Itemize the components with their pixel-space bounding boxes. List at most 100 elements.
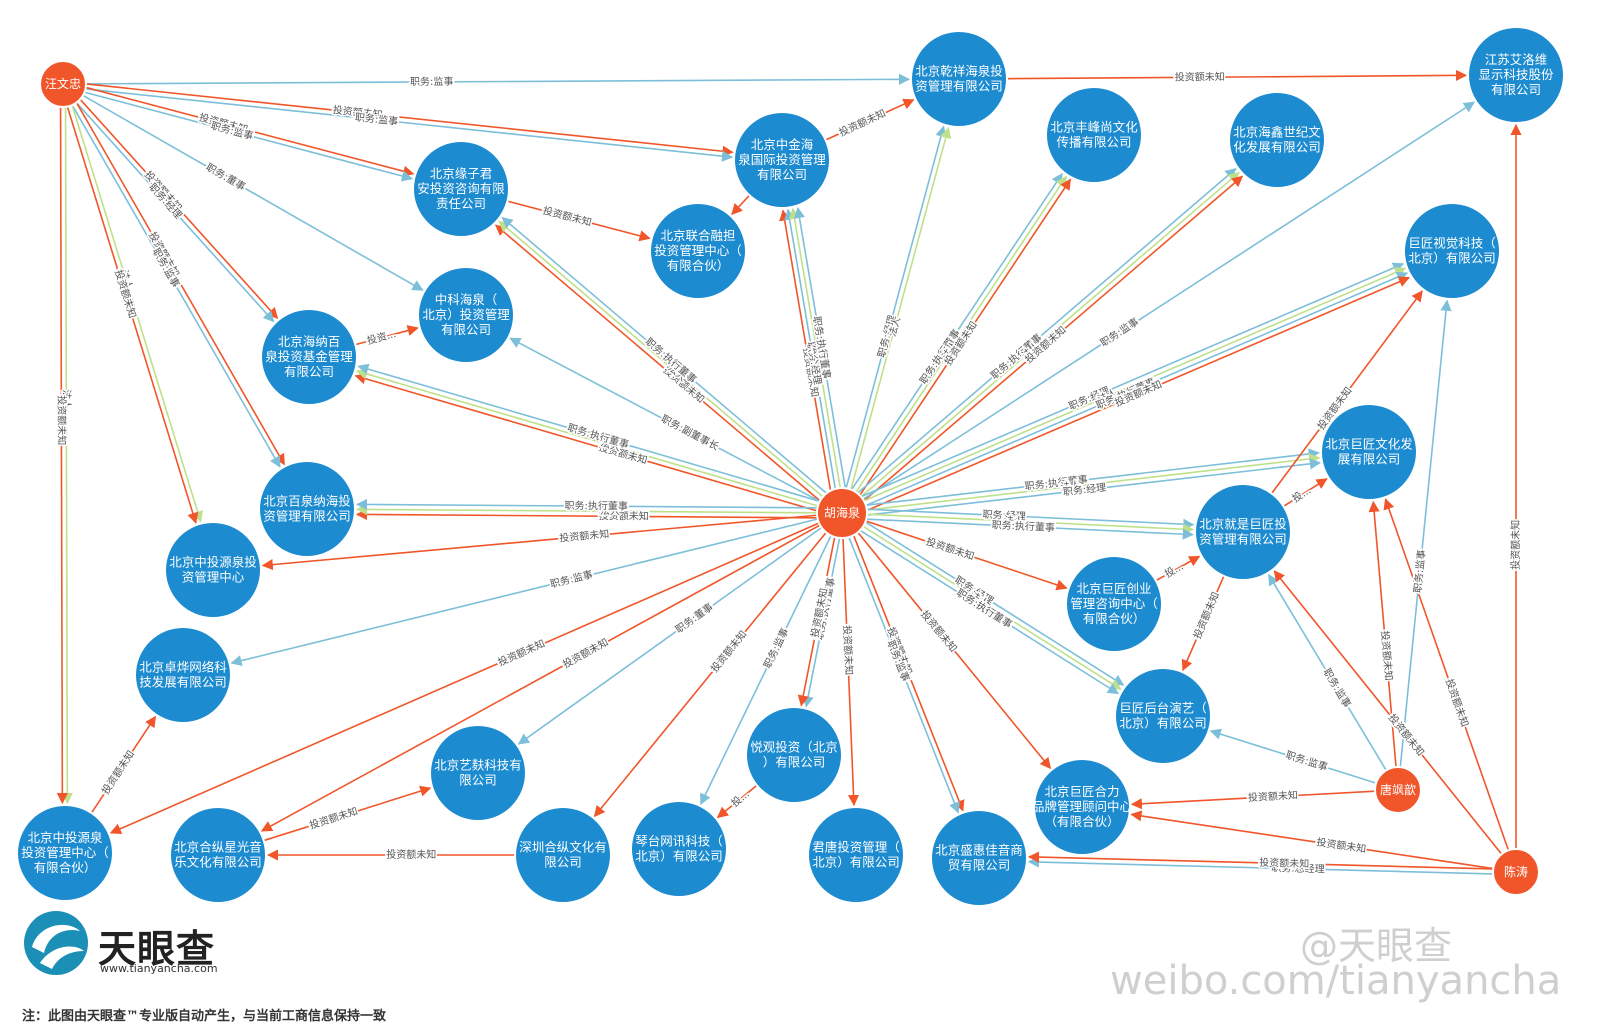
node-circle [1467, 26, 1565, 124]
node-circle [164, 521, 262, 619]
watermark-url: weibo.com/tianyancha [1110, 958, 1562, 1004]
company-node-jsjj[interactable]: 北京就是巨匠投资管理有限公司 [1194, 483, 1292, 581]
edge-ygtz-qt-invest [716, 784, 758, 819]
company-node-zk[interactable]: 中科海泉（北京）投资管理有限公司 [417, 266, 515, 364]
node-circle [260, 308, 358, 406]
node-label: 北京中投源泉投资管理中心（有限合伙） [21, 830, 109, 875]
edge-hhq-jjwh-role [867, 458, 1322, 516]
edge-zj-qx-invest [825, 98, 915, 141]
edge-jsjj-jjs-invest [1271, 290, 1423, 494]
node-circle [1033, 758, 1131, 856]
edge-label: 投资额未知 [55, 395, 68, 445]
company-node-bq[interactable]: 北京百泉纳海投资管理有限公司 [258, 460, 356, 558]
company-node-qx[interactable]: 北京乾祥海泉投资管理有限公司 [910, 30, 1008, 128]
node-circle [1320, 403, 1418, 501]
edge-hhq-jjwh-role [866, 448, 1320, 506]
edge-jjcy-jsjj-invest [1155, 555, 1201, 582]
company-node-sh[interactable]: 北京盛惠佳音商贸有限公司 [930, 809, 1028, 907]
person-node-hhq[interactable]: 胡海泉 [816, 487, 868, 539]
company-node-qt[interactable]: 琴台网讯科技（北京）有限公司 [630, 800, 728, 898]
company-node-zty2[interactable]: 北京中投源泉投资管理中心（有限合伙） [16, 804, 114, 902]
node-label: 北京百泉纳海投资管理有限公司 [263, 494, 351, 524]
edge-hhq-fz-invest [859, 178, 1072, 496]
company-node-zty[interactable]: 北京中投源泉投资管理中心 [164, 521, 262, 619]
company-node-yf[interactable]: 北京艺麸科技有限公司 [429, 724, 527, 822]
edge-zj-lh-invest [731, 194, 751, 216]
edge-label: 投资额未知 [924, 535, 976, 563]
node-label: 巨匠视觉科技（北京）有限公司 [1408, 236, 1496, 266]
company-node-zj[interactable]: 北京中金海泉国际投资管理有限公司 [733, 111, 831, 209]
edge-hhq-jjht-legal [862, 525, 1122, 690]
edge-hhq-qx-role [845, 125, 947, 489]
edge-hhq-qx-legal [850, 126, 952, 490]
edge-hhq-hx-invest [863, 175, 1244, 502]
edge-ct-jjwh-invest [1383, 498, 1510, 851]
edge-ct-sh-invest [1027, 851, 1494, 870]
company-node-js[interactable]: 江苏艾洛维显示科技股份有限公司 [1467, 26, 1565, 124]
company-node-jt[interactable]: 君唐投资管理（北京）有限公司 [807, 806, 905, 904]
edge-hhq-hn-invest [354, 373, 817, 512]
edge-tpx-jjht-role [1209, 728, 1377, 784]
edge-wwz-zty-legal [71, 105, 204, 523]
node-label: 北京就是巨匠投资管理有限公司 [1199, 517, 1287, 547]
edge-qx-js-invest [1006, 69, 1468, 82]
company-node-lh[interactable]: 北京联合融担投资管理中心（有限合伙） [649, 202, 747, 300]
node-label: 琴台网讯科技（北京）有限公司 [635, 834, 723, 864]
edge-hhq-jsjj-role [867, 508, 1195, 530]
edge-label: 职务:监事 [1321, 666, 1354, 710]
edge-hhq-hx-legal [860, 171, 1240, 498]
logo-url: www.tianyancha.com [100, 962, 218, 975]
company-node-fz[interactable]: 北京丰峰尚文化传播有限公司 [1045, 86, 1143, 184]
edge-label: 投资额未知 [559, 527, 610, 544]
edge-hhq-yz-role [501, 216, 827, 494]
company-node-ygtz[interactable]: 悦观投资（北京）有限公司 [745, 706, 843, 804]
node-label: 北京乾祥海泉投资管理有限公司 [915, 64, 1003, 94]
edge-yz-lh-invest [507, 200, 651, 242]
edge-label: 投资额未知 [918, 608, 960, 655]
company-node-hz[interactable]: 北京合纵星光音乐文化有限公司 [169, 806, 267, 904]
edges-layer [56, 69, 1522, 875]
node-label: 北京海鑫世纪文化发展有限公司 [1233, 125, 1321, 155]
company-node-yz[interactable]: 北京缘子君安投资咨询有限责任公司 [412, 140, 510, 238]
company-node-jjht[interactable]: 巨匠后台演艺（北京）有限公司 [1114, 667, 1212, 765]
edge-label: 投资额未知 [99, 748, 137, 797]
edge-wwz-hn-role [75, 102, 275, 323]
edge-label: 投资额未知 [308, 804, 360, 831]
node-label: 陈涛 [1504, 864, 1528, 879]
edge-ct-jjhl-invest [1130, 810, 1494, 870]
company-node-sz[interactable]: 深圳合纵文化有限公司 [514, 806, 612, 904]
company-node-jjhl[interactable]: 北京巨匠合力品牌管理顾问中心（有限合伙） [1032, 758, 1133, 856]
edge-wwz-bq-invest [75, 102, 285, 466]
edge-hhq-bq-legal [355, 503, 818, 516]
company-node-hx[interactable]: 北京海鑫世纪文化发展有限公司 [1228, 91, 1326, 189]
edge-tpx-jjwh-invest [1368, 500, 1397, 768]
company-node-jjwh[interactable]: 北京巨匠文化发展有限公司 [1320, 403, 1418, 501]
edge-hhq-hx-role [857, 168, 1237, 494]
company-node-hn[interactable]: 北京海纳百泉投资基金管理有限公司 [260, 308, 358, 406]
company-node-jjs[interactable]: 巨匠视觉科技（北京）有限公司 [1403, 202, 1501, 300]
edge-hhq-sh-role [848, 536, 960, 814]
edge-wwz-yz-role [84, 91, 414, 182]
node-circle [649, 202, 747, 300]
edge-tpx-jjhl-invest [1130, 790, 1376, 810]
watermark-handle: @天眼查 [1300, 924, 1453, 968]
company-node-zy[interactable]: 北京卓烨网络科技发展有限公司 [134, 626, 232, 724]
edge-hhq-zj-invest [779, 209, 832, 490]
person-node-ct[interactable]: 陈涛 [1492, 848, 1540, 896]
edge-label: 投资额未知 [599, 509, 649, 522]
edge-hhq-jjht-role [865, 521, 1125, 686]
edge-label: 投资额未知 [1175, 70, 1225, 83]
edge-hhq-jjht-role [860, 529, 1120, 695]
person-node-wwz[interactable]: 汪文忠 [39, 60, 87, 108]
node-label: 北京盛惠佳音商贸有限公司 [935, 843, 1023, 873]
edge-hhq-ygtz-invest [797, 536, 836, 707]
edge-hhq-zj-role [793, 206, 846, 488]
node-circle [807, 806, 905, 904]
node-label: 胡海泉 [824, 505, 860, 520]
edge-wwz-zj-invest [86, 83, 734, 157]
edge-label: 投资额未知 [1509, 520, 1522, 570]
edge-hhq-zk-role [509, 337, 821, 503]
person-node-tpx[interactable]: 唐飒歆 [1374, 766, 1422, 814]
company-node-jjcy[interactable]: 北京巨匠创业管理咨询中心（有限合伙） [1065, 555, 1163, 653]
